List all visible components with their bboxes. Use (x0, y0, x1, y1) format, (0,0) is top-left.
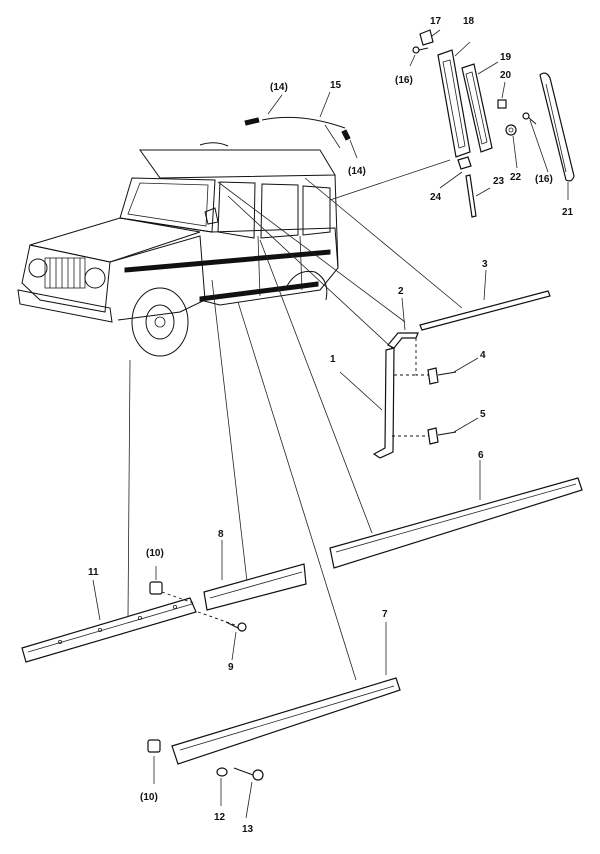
part-5-fastener (427, 417, 479, 445)
grille (44, 257, 86, 289)
vehicle-illustration (17, 142, 339, 357)
vehicle-front (21, 244, 111, 313)
label-11: 11 (88, 567, 99, 578)
front-bumper (17, 289, 113, 323)
label-21: 21 (562, 207, 574, 218)
label-12: 12 (214, 812, 226, 823)
label-4: 4 (480, 350, 486, 361)
rear-wheel (284, 270, 328, 301)
front-fender (109, 235, 206, 321)
vehicle-roof (139, 149, 336, 179)
label-8: 8 (218, 529, 224, 540)
label-17: 17 (430, 16, 442, 27)
part-1-pillar-trim (339, 347, 395, 459)
part-18-trim-strip (437, 49, 471, 158)
part-16-screw (412, 46, 420, 54)
label-20: 20 (500, 70, 512, 81)
part-11-trim-section (21, 579, 197, 663)
callout-labels: 17 18 (16) (14) 15 (14) 19 20 22 (16) 21… (88, 16, 574, 835)
part-9-screw (197, 611, 247, 661)
sill-trim-strip (199, 281, 319, 302)
label-3: 3 (482, 259, 488, 270)
label-23: 23 (493, 176, 505, 187)
part-16-screw-right (522, 112, 530, 120)
part-12-washer (216, 767, 228, 806)
part-6-rocker-panel-trim (329, 460, 583, 569)
part-10-clip-lower (147, 739, 161, 784)
label-22: 22 (510, 172, 522, 183)
right-headlight (84, 267, 106, 289)
part-3-trim-rail (419, 269, 551, 331)
label-14-right: (14) (348, 166, 366, 177)
leader-lines (127, 124, 463, 681)
label-16-top: (16) (395, 75, 413, 86)
part-14-end-cap-right (341, 129, 351, 141)
part-8-trim-section (203, 540, 307, 611)
label-15: 15 (330, 80, 342, 91)
part-13-screw (233, 767, 264, 819)
side-trim-strip (124, 249, 331, 273)
part-24-clip (457, 156, 472, 170)
label-14-left: (14) (270, 82, 288, 93)
label-2: 2 (398, 286, 404, 297)
label-10-upper: (10) (146, 548, 164, 559)
label-10-lower: (10) (140, 792, 158, 803)
side-mirror (204, 207, 219, 225)
left-headlight (28, 258, 48, 278)
part-23-strip (465, 174, 477, 218)
label-5: 5 (480, 409, 486, 420)
label-7: 7 (382, 609, 388, 620)
label-1: 1 (330, 354, 336, 365)
label-9: 9 (228, 662, 234, 673)
label-6: 6 (478, 450, 484, 461)
label-18: 18 (463, 16, 475, 27)
part-15-roof-molding (244, 91, 358, 159)
part-7-trim-section (171, 622, 401, 765)
rear-trim-cluster (409, 29, 575, 218)
windshield (119, 177, 216, 233)
part-4-fastener (427, 357, 479, 385)
label-16-right: (16) (535, 174, 553, 185)
label-13: 13 (242, 824, 254, 835)
part-14-end-cap-left (244, 117, 260, 126)
part-22-nut (505, 124, 517, 136)
roof-vent (199, 142, 229, 147)
part-17-clip (419, 29, 434, 46)
label-19: 19 (500, 52, 512, 63)
part-10-clip-upper (149, 566, 163, 595)
front-wheel (131, 287, 189, 357)
vehicle-hood (29, 217, 201, 263)
part-20-clip (497, 99, 507, 109)
rear-door-window (260, 183, 299, 239)
label-24: 24 (430, 192, 442, 203)
quarter-window (302, 185, 331, 236)
part-2-angle-bracket (387, 297, 419, 349)
front-door-window (217, 181, 256, 239)
part-21-trim-strip (539, 72, 575, 182)
